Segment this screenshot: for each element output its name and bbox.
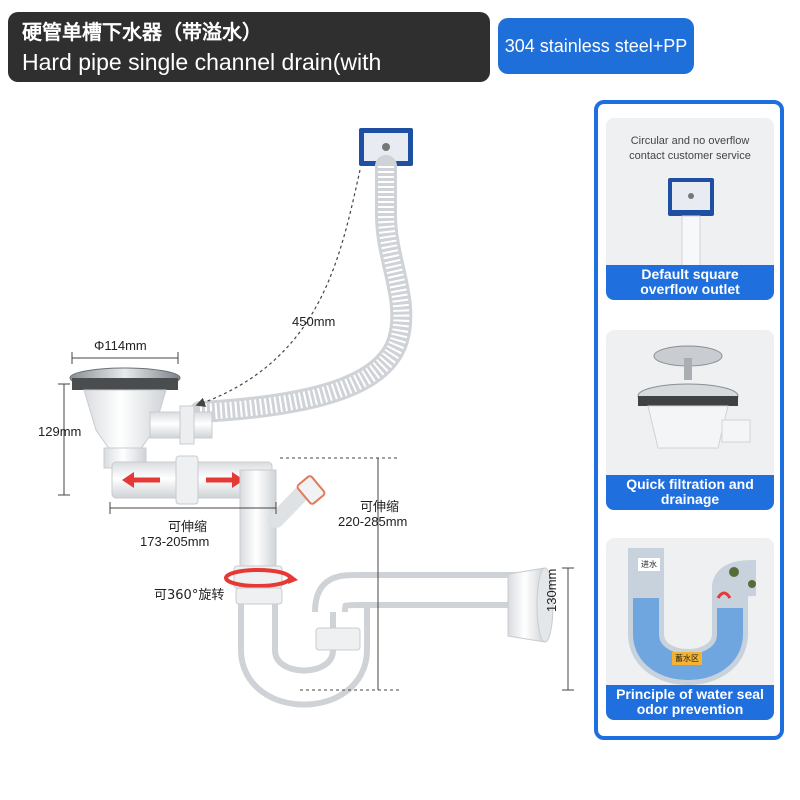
overflow-note-line1: Circular and no overflow bbox=[630, 135, 750, 147]
body-height-label: 129mm bbox=[38, 424, 82, 439]
title-chinese: 硬管单槽下水器（带溢水） bbox=[22, 20, 262, 44]
filtration-card: Quick filtration and drainage bbox=[606, 330, 774, 510]
card1-caption-line1: Default square bbox=[641, 266, 739, 282]
card1-caption-line2: overflow outlet bbox=[640, 281, 740, 297]
water-seal-diagram-icon bbox=[628, 548, 757, 685]
vertical-tube bbox=[224, 469, 326, 611]
title-banner: 硬管单槽下水器（带溢水） Hard pipe single channel dr… bbox=[8, 12, 490, 107]
rotation-label: 可360°旋转 bbox=[154, 588, 225, 603]
square-outlet-icon bbox=[668, 178, 714, 267]
vertical-extend-label: 可伸缩 bbox=[360, 500, 400, 515]
card2-caption-line1: Quick filtration and bbox=[626, 476, 754, 492]
hose-length-label: 450mm bbox=[292, 314, 336, 329]
strainer-basket-icon bbox=[637, 345, 751, 449]
water-seal-card: 进水 蓄水区 Principle of water seal odor prev… bbox=[606, 538, 774, 720]
dimension-lines bbox=[58, 352, 574, 691]
hose-length-arrow bbox=[195, 169, 361, 407]
u-trap bbox=[235, 567, 554, 708]
feature-side-panel: Circular and no overflow contact custome… bbox=[594, 100, 784, 740]
horizontal-extend-label: 可伸缩 bbox=[168, 520, 208, 535]
card3-caption-line1: Principle of water seal bbox=[616, 686, 764, 702]
overflow-note-line2: contact customer service bbox=[629, 150, 751, 162]
strainer-body bbox=[69, 367, 213, 469]
material-badge: 304 stainless steel+PP bbox=[498, 18, 694, 74]
drain-assembly-illustration bbox=[58, 128, 574, 708]
title-english: Hard pipe single channel drain(with over… bbox=[22, 49, 382, 107]
corrugated-hose bbox=[189, 155, 413, 423]
vertical-extend-range: 220-285mm bbox=[338, 514, 408, 529]
card2-caption-line2: drainage bbox=[660, 491, 720, 507]
overflow-outlet-card: Circular and no overflow contact custome… bbox=[606, 118, 774, 300]
strainer-diameter-label: Φ114mm bbox=[94, 338, 147, 353]
seal-zone-tag: 蓄水区 bbox=[672, 652, 702, 665]
inlet-tag: 进水 bbox=[638, 558, 660, 571]
card3-caption-line2: odor prevention bbox=[636, 701, 744, 717]
horizontal-tube bbox=[111, 455, 273, 505]
trap-height-label: 130mm bbox=[544, 568, 559, 612]
horizontal-extend-range: 173-205mm bbox=[140, 534, 210, 549]
